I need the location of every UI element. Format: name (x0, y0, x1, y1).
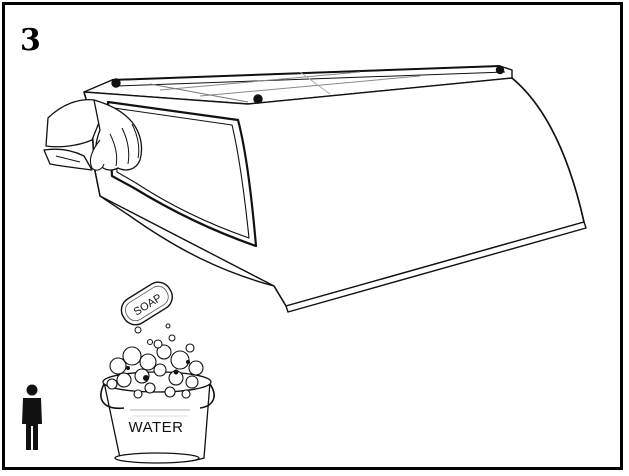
bucket-icon: WATER (101, 340, 214, 463)
person-icon (22, 385, 42, 451)
truck-cap-illustration (84, 66, 586, 312)
bucket-label: WATER (129, 419, 184, 436)
soap-bar-icon: SOAP (117, 277, 178, 344)
